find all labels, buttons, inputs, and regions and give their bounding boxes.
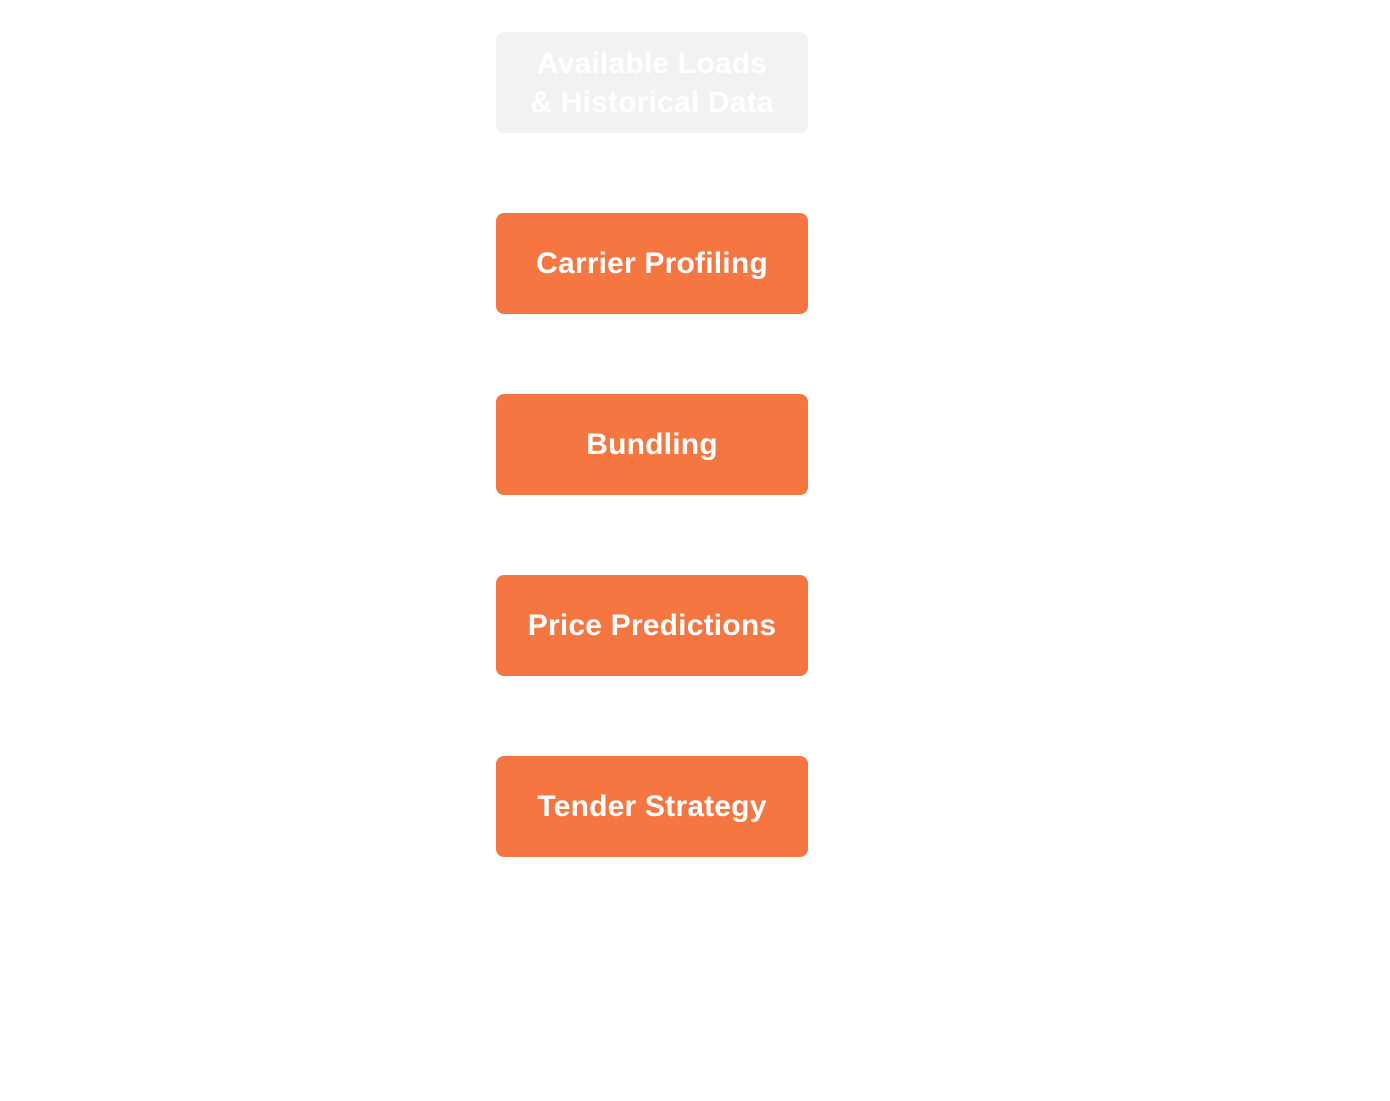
step-box-price-predictions: Price Predictions	[496, 575, 808, 676]
step-label: Tender Strategy	[537, 789, 767, 823]
source-label-line-1: Available Loads	[536, 46, 768, 80]
step-label: Price Predictions	[527, 608, 777, 642]
step-box-carrier-profiling: Carrier Profiling	[496, 213, 808, 314]
step-box-bundling: Bundling	[496, 394, 808, 495]
source-box-available-loads: Available Loads & Historical Data	[496, 32, 808, 133]
step-label: Carrier Profiling	[536, 246, 768, 280]
source-label-line-2: & Historical Data	[530, 85, 774, 119]
step-label: Bundling	[586, 427, 718, 461]
step-box-tender-strategy: Tender Strategy	[496, 756, 808, 857]
